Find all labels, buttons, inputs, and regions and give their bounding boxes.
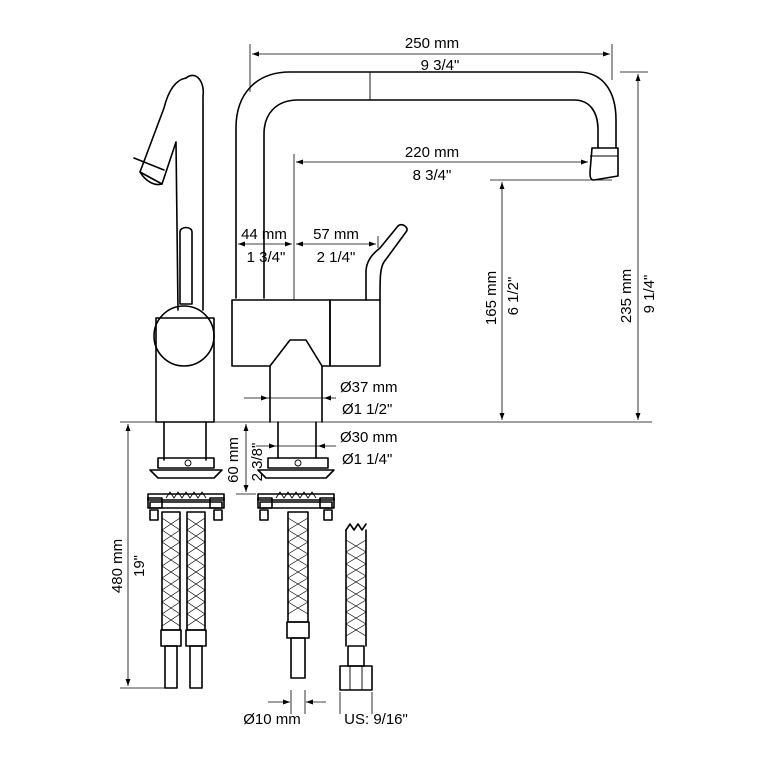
front-washer — [257, 469, 335, 479]
label-reach-in: 8 3/4" — [413, 167, 452, 184]
front-hose-braid — [287, 517, 309, 615]
front-shank — [277, 421, 317, 459]
label-base-dia-mm: Ø37 mm — [340, 379, 398, 396]
side-ferrule-right — [185, 629, 207, 647]
front-nut-mark — [294, 459, 302, 467]
front-plate-teeth — [275, 491, 317, 499]
label-hose-len-in: 19" — [131, 555, 148, 577]
front-neck — [269, 365, 323, 423]
side-tube-left — [164, 645, 178, 689]
label-total-length-in: 9 3/4" — [421, 57, 460, 74]
label-hose-dia: Ø10 mm — [243, 711, 301, 728]
label-shank-len-mm: 60 mm — [225, 437, 242, 483]
label-shank-dia-mm: Ø30 mm — [340, 429, 398, 446]
front-lever — [365, 223, 408, 301]
label-connector: US: 9/16" — [344, 711, 408, 728]
side-lever — [179, 226, 193, 305]
connector-nut — [339, 665, 373, 691]
front-plate2 — [259, 501, 333, 509]
faucet-front-view — [231, 71, 619, 679]
side-bolt-right — [213, 509, 223, 521]
label-shank-len-in: 2 3/8" — [249, 443, 266, 482]
spout-aerator — [589, 147, 619, 181]
ext-10 — [290, 690, 306, 714]
front-body-cartridge — [329, 299, 381, 367]
front-nut — [267, 457, 329, 469]
label-offset-b-mm: 57 mm — [313, 226, 359, 243]
side-tube-right — [189, 645, 203, 689]
connector-hose-break — [345, 523, 367, 531]
front-tube — [290, 637, 306, 679]
connector-ferrule — [347, 645, 365, 667]
ext-916 — [339, 692, 373, 714]
front-plate — [257, 493, 335, 501]
label-hose-len-mm: 480 mm — [109, 539, 126, 593]
side-nut — [157, 457, 215, 469]
side-hose-left-braid — [161, 517, 181, 627]
side-shank — [163, 421, 207, 461]
label-shank-dia-in: Ø1 1/4" — [342, 451, 392, 468]
front-bolt-left — [259, 509, 269, 521]
dimension-lines — [120, 44, 652, 714]
connector-hose-braid — [345, 539, 367, 637]
side-spout-back — [185, 74, 205, 311]
label-total-height-mm: 235 mm — [618, 269, 635, 323]
front-plate-lug-right — [319, 497, 335, 509]
side-aerator — [133, 157, 165, 185]
side-body — [155, 317, 215, 423]
side-washer — [149, 469, 223, 479]
side-handle-disc — [153, 305, 215, 367]
side-ferrule-left — [160, 629, 182, 647]
side-hose-right-braid — [186, 517, 206, 627]
connector-hose-body — [345, 529, 367, 647]
side-spout-front — [139, 77, 187, 311]
side-bolt-left — [149, 509, 159, 521]
label-reach-mm: 220 mm — [405, 144, 459, 161]
label-offset-b-in: 2 1/4" — [317, 249, 356, 266]
side-nut-mark — [184, 459, 192, 467]
connector-hose — [339, 523, 373, 691]
side-plate — [147, 493, 225, 501]
label-spout-height-mm: 165 mm — [483, 271, 500, 325]
label-spout-height-in: 6 1/2" — [505, 277, 522, 316]
label-offset-a-in: 1 3/4" — [247, 249, 286, 266]
side-plate2 — [149, 501, 223, 509]
label-total-length-mm: 250 mm — [405, 35, 459, 52]
connector-nut-flats — [349, 666, 363, 690]
side-plate-teeth — [165, 491, 207, 499]
label-total-height-in: 9 1/4" — [641, 275, 658, 314]
dimension-labels: 250 mm 9 3/4" 220 mm 8 3/4" 44 mm 1 3/4"… — [109, 35, 658, 728]
label-base-dia-in: Ø1 1/2" — [342, 401, 392, 418]
front-ferrule — [286, 621, 310, 639]
front-bolt-right — [323, 509, 333, 521]
label-offset-a-mm: 44 mm — [241, 226, 287, 243]
front-body-left — [231, 299, 331, 367]
front-plate-lug-left — [257, 497, 273, 509]
side-plate-lug-right — [209, 497, 225, 509]
spout-inner — [263, 99, 599, 299]
side-plate-lug-left — [147, 497, 163, 509]
faucet-side-view — [133, 74, 225, 689]
spout-outer — [235, 71, 617, 299]
